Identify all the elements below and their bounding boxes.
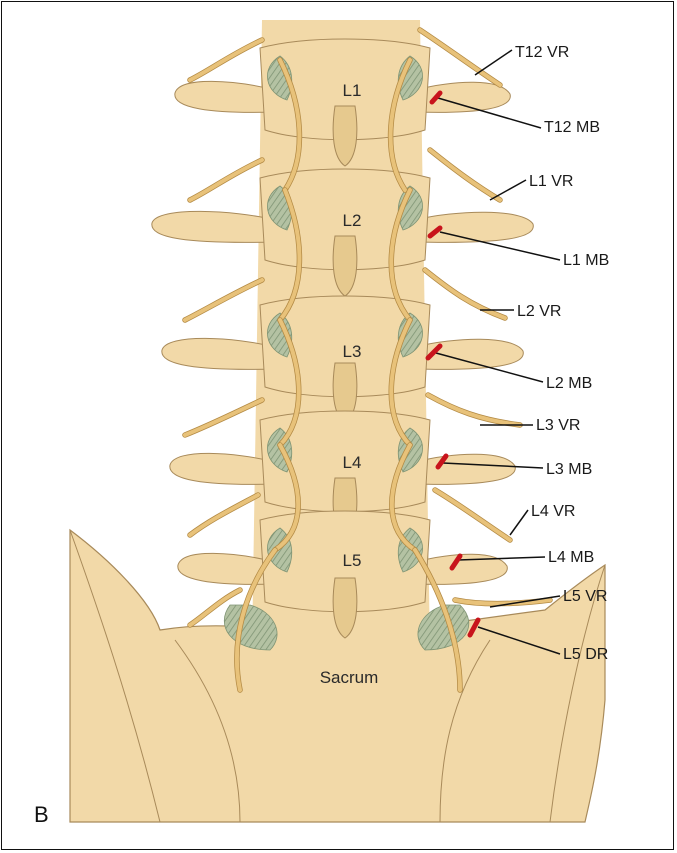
panel-letter: B bbox=[34, 802, 49, 827]
vertebral-body bbox=[259, 410, 431, 513]
nerve-20 bbox=[273, 443, 301, 552]
medial-branch-marker-3 bbox=[435, 453, 449, 470]
leader-line-11 bbox=[477, 626, 561, 655]
nerve-13 bbox=[389, 188, 412, 322]
nerve-17 bbox=[278, 58, 302, 192]
label-l3-mb: L3 MB bbox=[546, 461, 592, 478]
vertebral-body bbox=[259, 510, 431, 613]
medial-branch-marker-4 bbox=[449, 553, 463, 571]
nerve-19 bbox=[278, 318, 301, 447]
medial-branch-marker-2 bbox=[425, 343, 443, 361]
nerve-14 bbox=[389, 318, 412, 447]
transverse-process-left bbox=[161, 337, 276, 370]
vertebra-label-l4: L4 bbox=[343, 453, 362, 472]
vertebral-body bbox=[259, 295, 431, 398]
label-l5-dr: L5 DR bbox=[563, 646, 608, 663]
vertebra-2 bbox=[151, 168, 534, 297]
vertebra-label-l1: L1 bbox=[343, 81, 362, 100]
transverse-process-right bbox=[414, 553, 508, 585]
nerve-outline-3 bbox=[425, 392, 523, 428]
label-l2-mb: L2 MB bbox=[546, 375, 592, 392]
leader-line-8 bbox=[509, 509, 529, 536]
leader-line-2 bbox=[489, 179, 527, 201]
nerve-9 bbox=[183, 398, 264, 437]
nerve-18 bbox=[278, 188, 302, 322]
medial-branch-marker-0 bbox=[429, 90, 443, 105]
leader-line-9 bbox=[457, 556, 546, 561]
leader-lines bbox=[425, 49, 561, 655]
facet-joint-right bbox=[397, 312, 423, 358]
nerves-group bbox=[182, 27, 553, 693]
leader-line-3 bbox=[439, 231, 561, 261]
vertebra-3 bbox=[161, 295, 524, 424]
nerve-5 bbox=[453, 598, 552, 606]
transverse-process-right bbox=[414, 81, 511, 113]
label-l1-vr: L1 VR bbox=[529, 173, 573, 190]
label-l3-vr: L3 VR bbox=[536, 417, 580, 434]
transverse-process-left bbox=[177, 552, 276, 585]
nerve-3 bbox=[426, 393, 522, 427]
vertebra-label-l2: L2 bbox=[343, 211, 362, 230]
label-l2-vr: L2 VR bbox=[517, 303, 561, 320]
sacrum-label: Sacrum bbox=[320, 668, 379, 687]
facet-joint-left bbox=[267, 312, 293, 358]
nerve-12 bbox=[388, 58, 412, 192]
transverse-process-left bbox=[174, 80, 276, 113]
nerve-11 bbox=[188, 588, 242, 627]
vertebra-label-l3: L3 bbox=[343, 342, 362, 361]
transverse-process-right bbox=[414, 453, 516, 485]
label-l5-vr: L5 VR bbox=[563, 588, 607, 605]
nerve-16 bbox=[413, 548, 462, 692]
spinous-process bbox=[332, 577, 358, 639]
label-t12-mb: T12 MB bbox=[544, 119, 600, 136]
leader-line-5 bbox=[435, 352, 544, 383]
nerve-15 bbox=[389, 443, 417, 552]
leader-line-7 bbox=[442, 462, 544, 469]
medial-branch-marker-5 bbox=[467, 617, 481, 638]
label-l1-mb: L1 MB bbox=[563, 252, 609, 269]
nerve-2 bbox=[423, 268, 507, 320]
medial-branch-marker-1 bbox=[427, 225, 443, 239]
transverse-process-left bbox=[169, 452, 276, 485]
sacrum bbox=[69, 528, 606, 823]
nerve-21 bbox=[234, 548, 277, 692]
transverse-process-left bbox=[151, 210, 276, 243]
label-t12-vr: T12 VR bbox=[515, 44, 569, 61]
leader-line-1 bbox=[437, 97, 542, 129]
nerve-0 bbox=[418, 28, 502, 87]
vertebrae-group bbox=[151, 38, 534, 651]
nerve-6 bbox=[188, 38, 264, 82]
vertebral-body bbox=[259, 38, 431, 141]
leader-line-10 bbox=[489, 595, 561, 608]
vertebra-5 bbox=[177, 510, 508, 639]
nerve-7 bbox=[188, 158, 264, 202]
nerve-4 bbox=[433, 488, 512, 542]
vertebral-body bbox=[259, 168, 431, 271]
vertebra-label-l5: L5 bbox=[343, 551, 362, 570]
transverse-process-right bbox=[414, 211, 534, 243]
leader-line-0 bbox=[474, 49, 513, 76]
nerve-1 bbox=[428, 148, 502, 202]
nerve-10 bbox=[188, 493, 260, 537]
nerve-8 bbox=[183, 278, 264, 322]
label-l4-mb: L4 MB bbox=[548, 549, 594, 566]
vertebra-1 bbox=[174, 38, 511, 167]
label-l4-vr: L4 VR bbox=[531, 503, 575, 520]
spinous-process bbox=[332, 105, 358, 167]
